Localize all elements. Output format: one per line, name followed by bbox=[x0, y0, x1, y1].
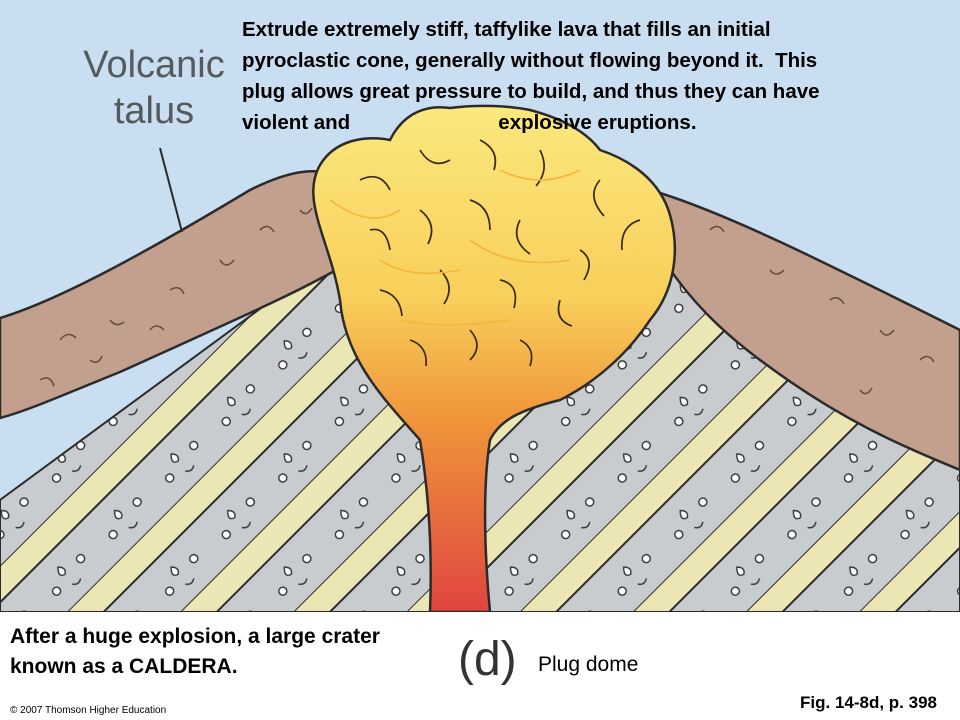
talus-right bbox=[648, 188, 960, 472]
plug-dome-illustration bbox=[0, 0, 960, 612]
volcanic-talus-label: Volcanic talus bbox=[70, 42, 238, 134]
caldera-note-line-2: known as a CALDERA. bbox=[10, 655, 238, 678]
lava-texture bbox=[359, 139, 641, 367]
panel-letter: (d) bbox=[458, 633, 517, 686]
caption-line-1: Extrude extremely stiff, taffylike lava … bbox=[242, 18, 771, 41]
talus-texture bbox=[39, 207, 935, 395]
talus-label-line-2: talus bbox=[113, 90, 195, 132]
caption-line-3: plug allows great pressure to build, and… bbox=[242, 80, 820, 103]
caldera-note-line-1: After a huge explosion, a large crater bbox=[10, 625, 380, 648]
panel-title: Plug dome bbox=[538, 653, 639, 676]
talus-pointer-line bbox=[159, 147, 183, 233]
talus-label-line-1: Volcanic bbox=[83, 44, 225, 86]
lava-plug-dome bbox=[312, 104, 676, 612]
caption-line-2: pyroclastic cone, generally without flow… bbox=[242, 49, 818, 72]
caption-line-4: violent and explosive eruptions. bbox=[242, 111, 697, 134]
copyright-notice: © 2007 Thomson Higher Education bbox=[10, 705, 167, 716]
lava-highlights bbox=[329, 169, 581, 326]
description-caption: Extrude extremely stiff, taffylike lava … bbox=[242, 14, 942, 138]
figure-reference: Fig. 14-8d, p. 398 bbox=[800, 693, 937, 712]
caldera-note: After a huge explosion, a large crater k… bbox=[10, 622, 460, 682]
